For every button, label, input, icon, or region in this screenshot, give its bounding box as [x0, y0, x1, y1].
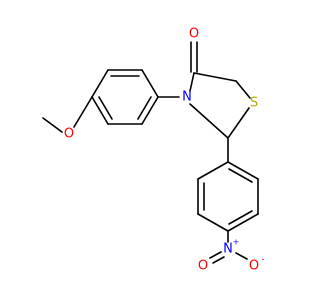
- bond-n-o-nitro-double-b: [212, 256, 225, 264]
- bond-n-c4: [189, 72, 195, 92]
- atom-symbol: O: [249, 259, 259, 274]
- atom-sulfur: S: [250, 96, 258, 111]
- atoms: O S N O N + O O -: [64, 27, 265, 274]
- bonds: [42, 41, 259, 264]
- bond-a6-a1-inner: [137, 96, 152, 120]
- bond-s-c2: [227, 107, 250, 139]
- bond-b4-b5-inner: [228, 210, 253, 225]
- atom-charge: +: [233, 238, 240, 247]
- atom-charge: -: [262, 255, 265, 264]
- atom-oxygen-carbonyl: O: [189, 27, 199, 42]
- bond-n-o-nitro-double-a: [209, 251, 222, 259]
- bond-c2-n: [189, 103, 229, 139]
- bond-aryl-o-methoxy: [73, 96, 93, 128]
- bond-b6-b1: [227, 161, 259, 180]
- bond-a3-a4: [91, 69, 109, 98]
- atom-oxygen-methoxy: O: [64, 127, 74, 142]
- bond-b3-b4: [197, 213, 229, 232]
- molecule-diagram: O S N O N + O O -: [42, 27, 265, 274]
- atom-symbol: S: [250, 96, 258, 111]
- atom-symbol: N: [182, 90, 192, 105]
- atom-symbol: O: [189, 27, 199, 42]
- bond-a4-a5: [91, 96, 109, 125]
- bond-b4-b5: [227, 213, 259, 232]
- bond-a6-a1: [141, 96, 159, 125]
- atom-oxygen-nitro-single: O -: [249, 255, 265, 274]
- bond-c4-ch2: [193, 72, 237, 82]
- atom-symbol: O: [198, 259, 208, 274]
- bond-n-o-nitro-single: [235, 252, 248, 260]
- atom-oxygen-nitro-double: O: [198, 259, 208, 274]
- bond-a1-a2: [141, 69, 159, 98]
- bond-b6-b1-inner: [228, 168, 253, 183]
- atom-nitrogen-ring: N: [182, 90, 192, 105]
- molecule-structure: O S N O N + O O -: [42, 27, 265, 274]
- atom-symbol: O: [64, 127, 74, 142]
- atom-symbol: N: [223, 242, 233, 257]
- bond-a4-a5-inner: [98, 96, 113, 120]
- bond-ch2-s: [235, 80, 251, 99]
- bond-o-methyl: [42, 117, 63, 133]
- bond-b1-b2: [197, 161, 229, 180]
- atom-nitrogen-nitro: N +: [223, 238, 239, 257]
